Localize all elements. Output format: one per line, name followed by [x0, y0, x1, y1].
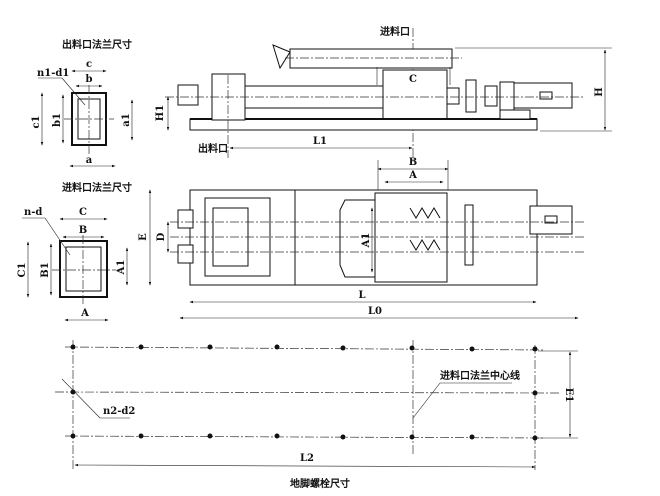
dim-A1-plan: A1	[361, 233, 372, 249]
dim-L: L	[358, 290, 365, 301]
outlet-label: 出料口	[198, 142, 228, 155]
foundation-bolt-view: n2-d2 进料口法兰中心线 E1 L2 地脚螺栓尺寸	[54, 340, 578, 490]
dim-b: b	[86, 74, 93, 85]
inlet-label: 进料口	[380, 25, 410, 38]
dim-H: H	[594, 87, 605, 96]
dim-B: B	[79, 225, 87, 236]
dim-L1: L1	[313, 136, 327, 147]
dim-L2: L2	[300, 453, 314, 464]
dim-A1: A1	[116, 260, 127, 276]
dim-C: C	[79, 207, 87, 218]
dim-a: a	[86, 155, 93, 166]
dim-L0: L0	[368, 306, 382, 317]
foundation-title: 地脚螺栓尺寸	[290, 477, 350, 490]
dim-A-plan: A	[408, 170, 417, 181]
dim-D: D	[156, 232, 167, 241]
label-n1-d1: n1-d1	[37, 68, 69, 79]
outlet-flange-view: 出料口法兰尺寸 c b n1-d1 c1 b1 a1 a	[31, 38, 134, 168]
dim-b1: b1	[52, 113, 63, 127]
dim-c1: c1	[31, 115, 42, 128]
outlet-flange-title: 出料口法兰尺寸	[62, 38, 132, 51]
dim-E1: E1	[563, 388, 574, 403]
dim-B-plan: B	[409, 157, 417, 168]
inlet-flange-title: 进料口法兰尺寸	[62, 181, 132, 194]
dim-A: A	[80, 308, 89, 319]
dim-C-elev: C	[409, 74, 417, 85]
dim-H1: H1	[155, 105, 166, 121]
plan-view: B A A1 E D L L0	[138, 157, 585, 320]
dim-B1: B1	[40, 262, 51, 277]
centerline-label: 进料口法兰中心线	[440, 369, 520, 382]
dim-C1: C1	[17, 263, 28, 278]
label-n-d: n-d	[24, 207, 42, 218]
dim-a1: a1	[121, 113, 132, 126]
label-n2-d2: n2-d2	[103, 406, 135, 417]
elevation-view: 进料口 C H H1 出料口 L1	[155, 25, 612, 162]
dim-E: E	[138, 233, 149, 241]
dim-c: c	[86, 59, 92, 70]
inlet-flange-view: 进料口法兰尺寸 C B n-d C1 B1 A1 A	[17, 181, 132, 322]
